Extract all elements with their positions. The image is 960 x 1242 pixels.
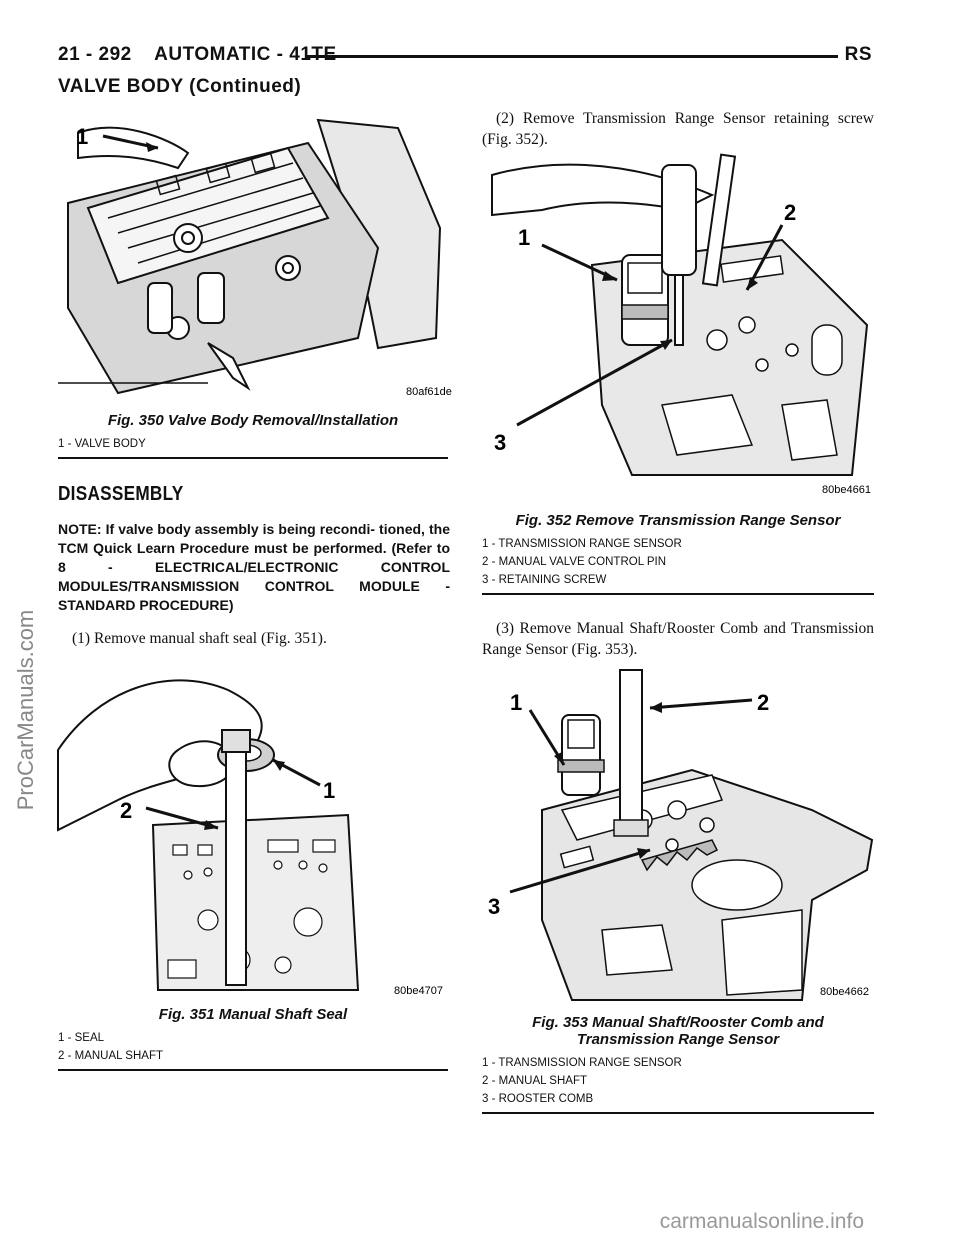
callout-2: 2 [120, 798, 132, 823]
figure-350-caption: Fig. 350 Valve Body Removal/Installation… [58, 412, 448, 459]
figure-code: 80be4707 [394, 985, 443, 997]
step-1: (1) Remove manual shaft seal (Fig. 351). [72, 630, 327, 647]
figure-351-image: 1 2 80be4707 [57, 660, 448, 998]
header-rule [305, 55, 838, 58]
figure-350-image: 1 80af61de [58, 108, 452, 400]
legend-item: 1 - VALVE BODY [58, 438, 146, 450]
legend-item: 1 - TRANSMISSION RANGE SENSOR [482, 1057, 682, 1069]
figure-353-caption: Fig. 353 Manual Shaft/Rooster Comb and T… [482, 1014, 874, 1114]
callout-1: 1 [323, 778, 335, 803]
legend-item: 3 - RETAINING SCREW [482, 574, 607, 586]
note-text: NOTE: If valve body assembly is being re… [58, 521, 450, 613]
side-watermark: ProCarManuals.com [13, 609, 38, 811]
legend-item: 1 - TRANSMISSION RANGE SENSOR [482, 538, 682, 550]
callout-1: 1 [510, 690, 522, 715]
figure-legend: 1 - TRANSMISSION RANGE SENSOR 2 - MANUAL… [482, 535, 874, 589]
figure-title: Fig. 352 Remove Transmission Range Senso… [515, 512, 841, 529]
figure-352-image: 1 2 3 80be4661 [482, 153, 874, 501]
callout-1: 1 [518, 225, 530, 250]
callout-3: 3 [494, 430, 506, 455]
figure-title-line-2: Transmission Range Sensor [576, 1031, 780, 1048]
figure-code: 80be4662 [820, 986, 869, 998]
callout-2: 2 [757, 690, 769, 715]
caption-rule [482, 593, 874, 595]
section-heading: DISASSEMBLY [58, 483, 184, 505]
page-number: 21 - 292 [58, 44, 132, 65]
figure-title: Fig. 351 Manual Shaft Seal [158, 1006, 348, 1023]
model-code: RS [844, 44, 872, 65]
legend-item: 3 - ROOSTER COMB [482, 1093, 594, 1105]
section-title: AUTOMATIC - 41TE [154, 44, 337, 65]
legend-item: 2 - MANUAL VALVE CONTROL PIN [482, 556, 667, 568]
callout-1: 1 [76, 124, 88, 149]
figure-code: 80be4661 [822, 484, 871, 496]
figure-351-caption: Fig. 351 Manual Shaft Seal 1 - SEAL 2 - … [58, 1006, 448, 1071]
figure-legend: 1 - TRANSMISSION RANGE SENSOR 2 - MANUAL… [482, 1054, 874, 1108]
legend-item: 2 - MANUAL SHAFT [482, 1075, 588, 1087]
continued-heading: VALVE BODY (Continued) [58, 76, 302, 97]
figure-legend: 1 - VALVE BODY [58, 435, 448, 453]
figure-title: Fig. 350 Valve Body Removal/Installation [107, 412, 399, 429]
legend-item: 2 - MANUAL SHAFT [58, 1050, 164, 1062]
figure-353-image: 1 2 3 80be4662 [482, 669, 874, 1008]
figure-title-line-1: Fig. 353 Manual Shaft/Rooster Comb and [532, 1014, 824, 1031]
legend-item: 1 - SEAL [58, 1032, 105, 1044]
caption-rule [482, 1112, 874, 1114]
caption-rule [58, 1069, 448, 1071]
step-3: (3) Remove Manual Shaft/Rooster Comb and… [482, 620, 874, 658]
page-header-left: 21 - 292 AUTOMATIC - 41TE [58, 44, 337, 66]
footer-watermark: carmanualsonline.info [659, 1210, 864, 1233]
figure-352-caption: Fig. 352 Remove Transmission Range Senso… [482, 512, 874, 595]
figure-legend: 1 - SEAL 2 - MANUAL SHAFT [58, 1029, 448, 1065]
caption-rule [58, 457, 448, 459]
callout-3: 3 [488, 894, 500, 919]
figure-code: 80af61de [406, 386, 452, 398]
step-2: (2) Remove Transmission Range Sensor ret… [482, 110, 874, 148]
callout-2: 2 [784, 200, 796, 225]
